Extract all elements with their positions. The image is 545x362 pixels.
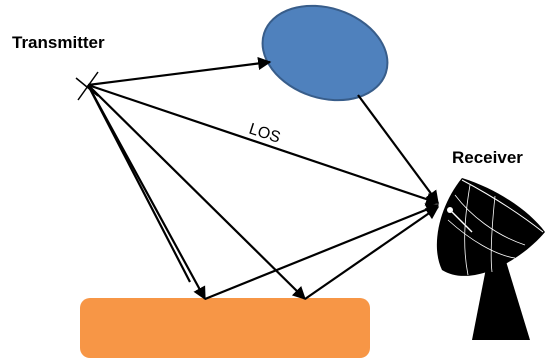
ray-ground-2-to-rx xyxy=(304,206,440,300)
satellite-dish-icon xyxy=(436,178,545,340)
ray-tx-to-ground-2 xyxy=(87,84,306,300)
ray-los xyxy=(87,83,440,206)
ray-scatterer-to-rx xyxy=(357,94,439,205)
ray-ground-1-to-rx xyxy=(204,203,440,301)
transmitter-label: Transmitter xyxy=(12,33,105,52)
cross-antenna-icon xyxy=(75,71,99,101)
los-label: LOS xyxy=(247,121,283,147)
ground-reflector xyxy=(80,298,370,358)
ray-tx-to-scatterer xyxy=(87,56,272,87)
scatterer-ellipse xyxy=(261,4,389,102)
ray-tx-to-ground-3 xyxy=(87,84,191,283)
receiver-label: Receiver xyxy=(452,148,523,167)
